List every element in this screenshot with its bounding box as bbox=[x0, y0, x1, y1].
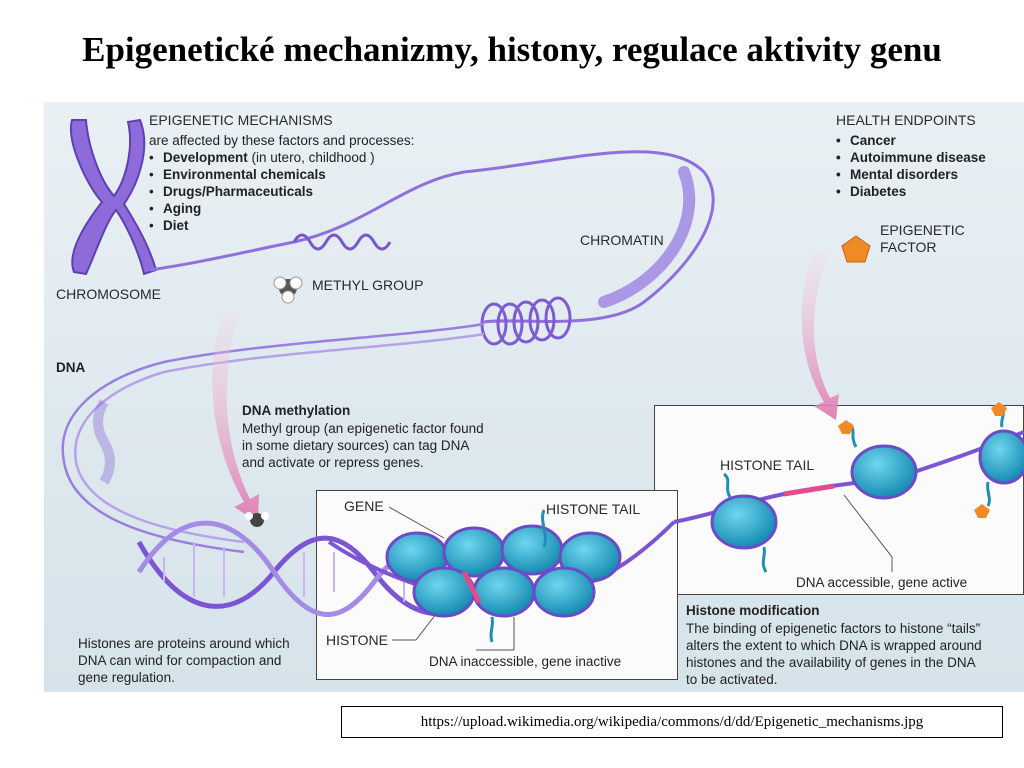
epigenetic-factor-label: EPIGENETIC FACTOR bbox=[880, 222, 965, 255]
histones-text: Histones are proteins around which DNA c… bbox=[78, 636, 290, 685]
histone-modification-arrow bbox=[801, 250, 839, 420]
histone-tail-label-right: HISTONE TAIL bbox=[720, 457, 815, 473]
epigenetics-diagram: EPIGENETIC MECHANISMS are affected by th… bbox=[44, 102, 1024, 692]
chromatin-label: CHROMATIN bbox=[580, 232, 664, 248]
inaccessible-label: DNA inaccessible, gene inactive bbox=[429, 654, 622, 669]
source-url-link[interactable]: https://upload.wikimedia.org/wikipedia/c… bbox=[341, 706, 1003, 738]
gene-label: GENE bbox=[344, 498, 384, 514]
histone-cluster bbox=[327, 509, 676, 643]
methylation-text: Methyl group (an epigenetic factor found… bbox=[242, 421, 484, 470]
histone-modification-box bbox=[654, 405, 1024, 595]
chromosome-shape bbox=[70, 118, 158, 276]
endpoints-heading: HEALTH ENDPOINTS bbox=[836, 112, 976, 128]
epigenetic-factor-icon bbox=[841, 235, 871, 263]
endpoint-item: Cancer bbox=[836, 132, 986, 149]
factor-item: Development (in utero, childhood ) bbox=[149, 149, 375, 166]
endpoint-list: Cancer Autoimmune disease Mental disorde… bbox=[836, 132, 986, 200]
endpoint-item: Autoimmune disease bbox=[836, 149, 986, 166]
mechanisms-intro: are affected by these factors and proces… bbox=[149, 133, 415, 148]
methylation-arrow bbox=[212, 312, 269, 527]
endpoint-item: Diabetes bbox=[836, 183, 986, 200]
factor-item: Aging bbox=[149, 200, 375, 217]
accessible-label: DNA accessible, gene active bbox=[796, 575, 968, 590]
chromatin-fiber bbox=[149, 150, 715, 346]
factor-list: Development (in utero, childhood ) Envir… bbox=[149, 149, 375, 234]
factor-item: Drugs/Pharmaceuticals bbox=[149, 183, 375, 200]
histone-mod-text: The binding of epigenetic factors to his… bbox=[686, 621, 982, 687]
endpoint-item: Mental disorders bbox=[836, 166, 986, 183]
methylation-heading: DNA methylation bbox=[242, 403, 351, 418]
factor-item: Environmental chemicals bbox=[149, 166, 375, 183]
chromosome-label: CHROMOSOME bbox=[56, 286, 161, 302]
page-title: Epigenetické mechanizmy, histony, regula… bbox=[82, 30, 942, 69]
histone-label: HISTONE bbox=[326, 632, 388, 648]
histone-mod-heading: Histone modification bbox=[686, 603, 820, 618]
diagram-graphics bbox=[61, 118, 1024, 651]
mechanisms-heading: EPIGENETIC MECHANISMS bbox=[149, 112, 333, 128]
histone-tail-label-left: HISTONE TAIL bbox=[546, 501, 641, 517]
leader-lines bbox=[388, 494, 893, 651]
methyl-group-molecule bbox=[273, 276, 303, 304]
factor-item: Diet bbox=[149, 217, 375, 234]
dna-label: DNA bbox=[56, 360, 86, 375]
methyl-group-label: METHYL GROUP bbox=[312, 277, 424, 293]
dna-coil bbox=[61, 322, 485, 554]
accessible-histones bbox=[673, 402, 1024, 573]
